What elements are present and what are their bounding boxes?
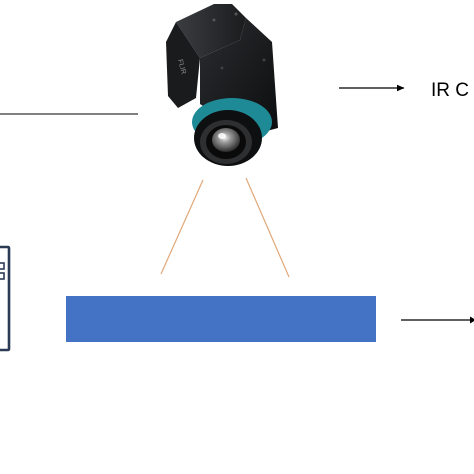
ir-camera-icon: FLIR: [166, 4, 278, 166]
camera-label: IR C: [431, 80, 469, 101]
svg-text:FLIR: FLIR: [176, 59, 187, 75]
right-output-arrowhead: [470, 316, 474, 324]
beam-line-right: [245, 177, 290, 278]
beam-line-left: [160, 179, 204, 275]
sample-bar: [66, 296, 376, 342]
device-panel-icon: [0, 245, 11, 352]
